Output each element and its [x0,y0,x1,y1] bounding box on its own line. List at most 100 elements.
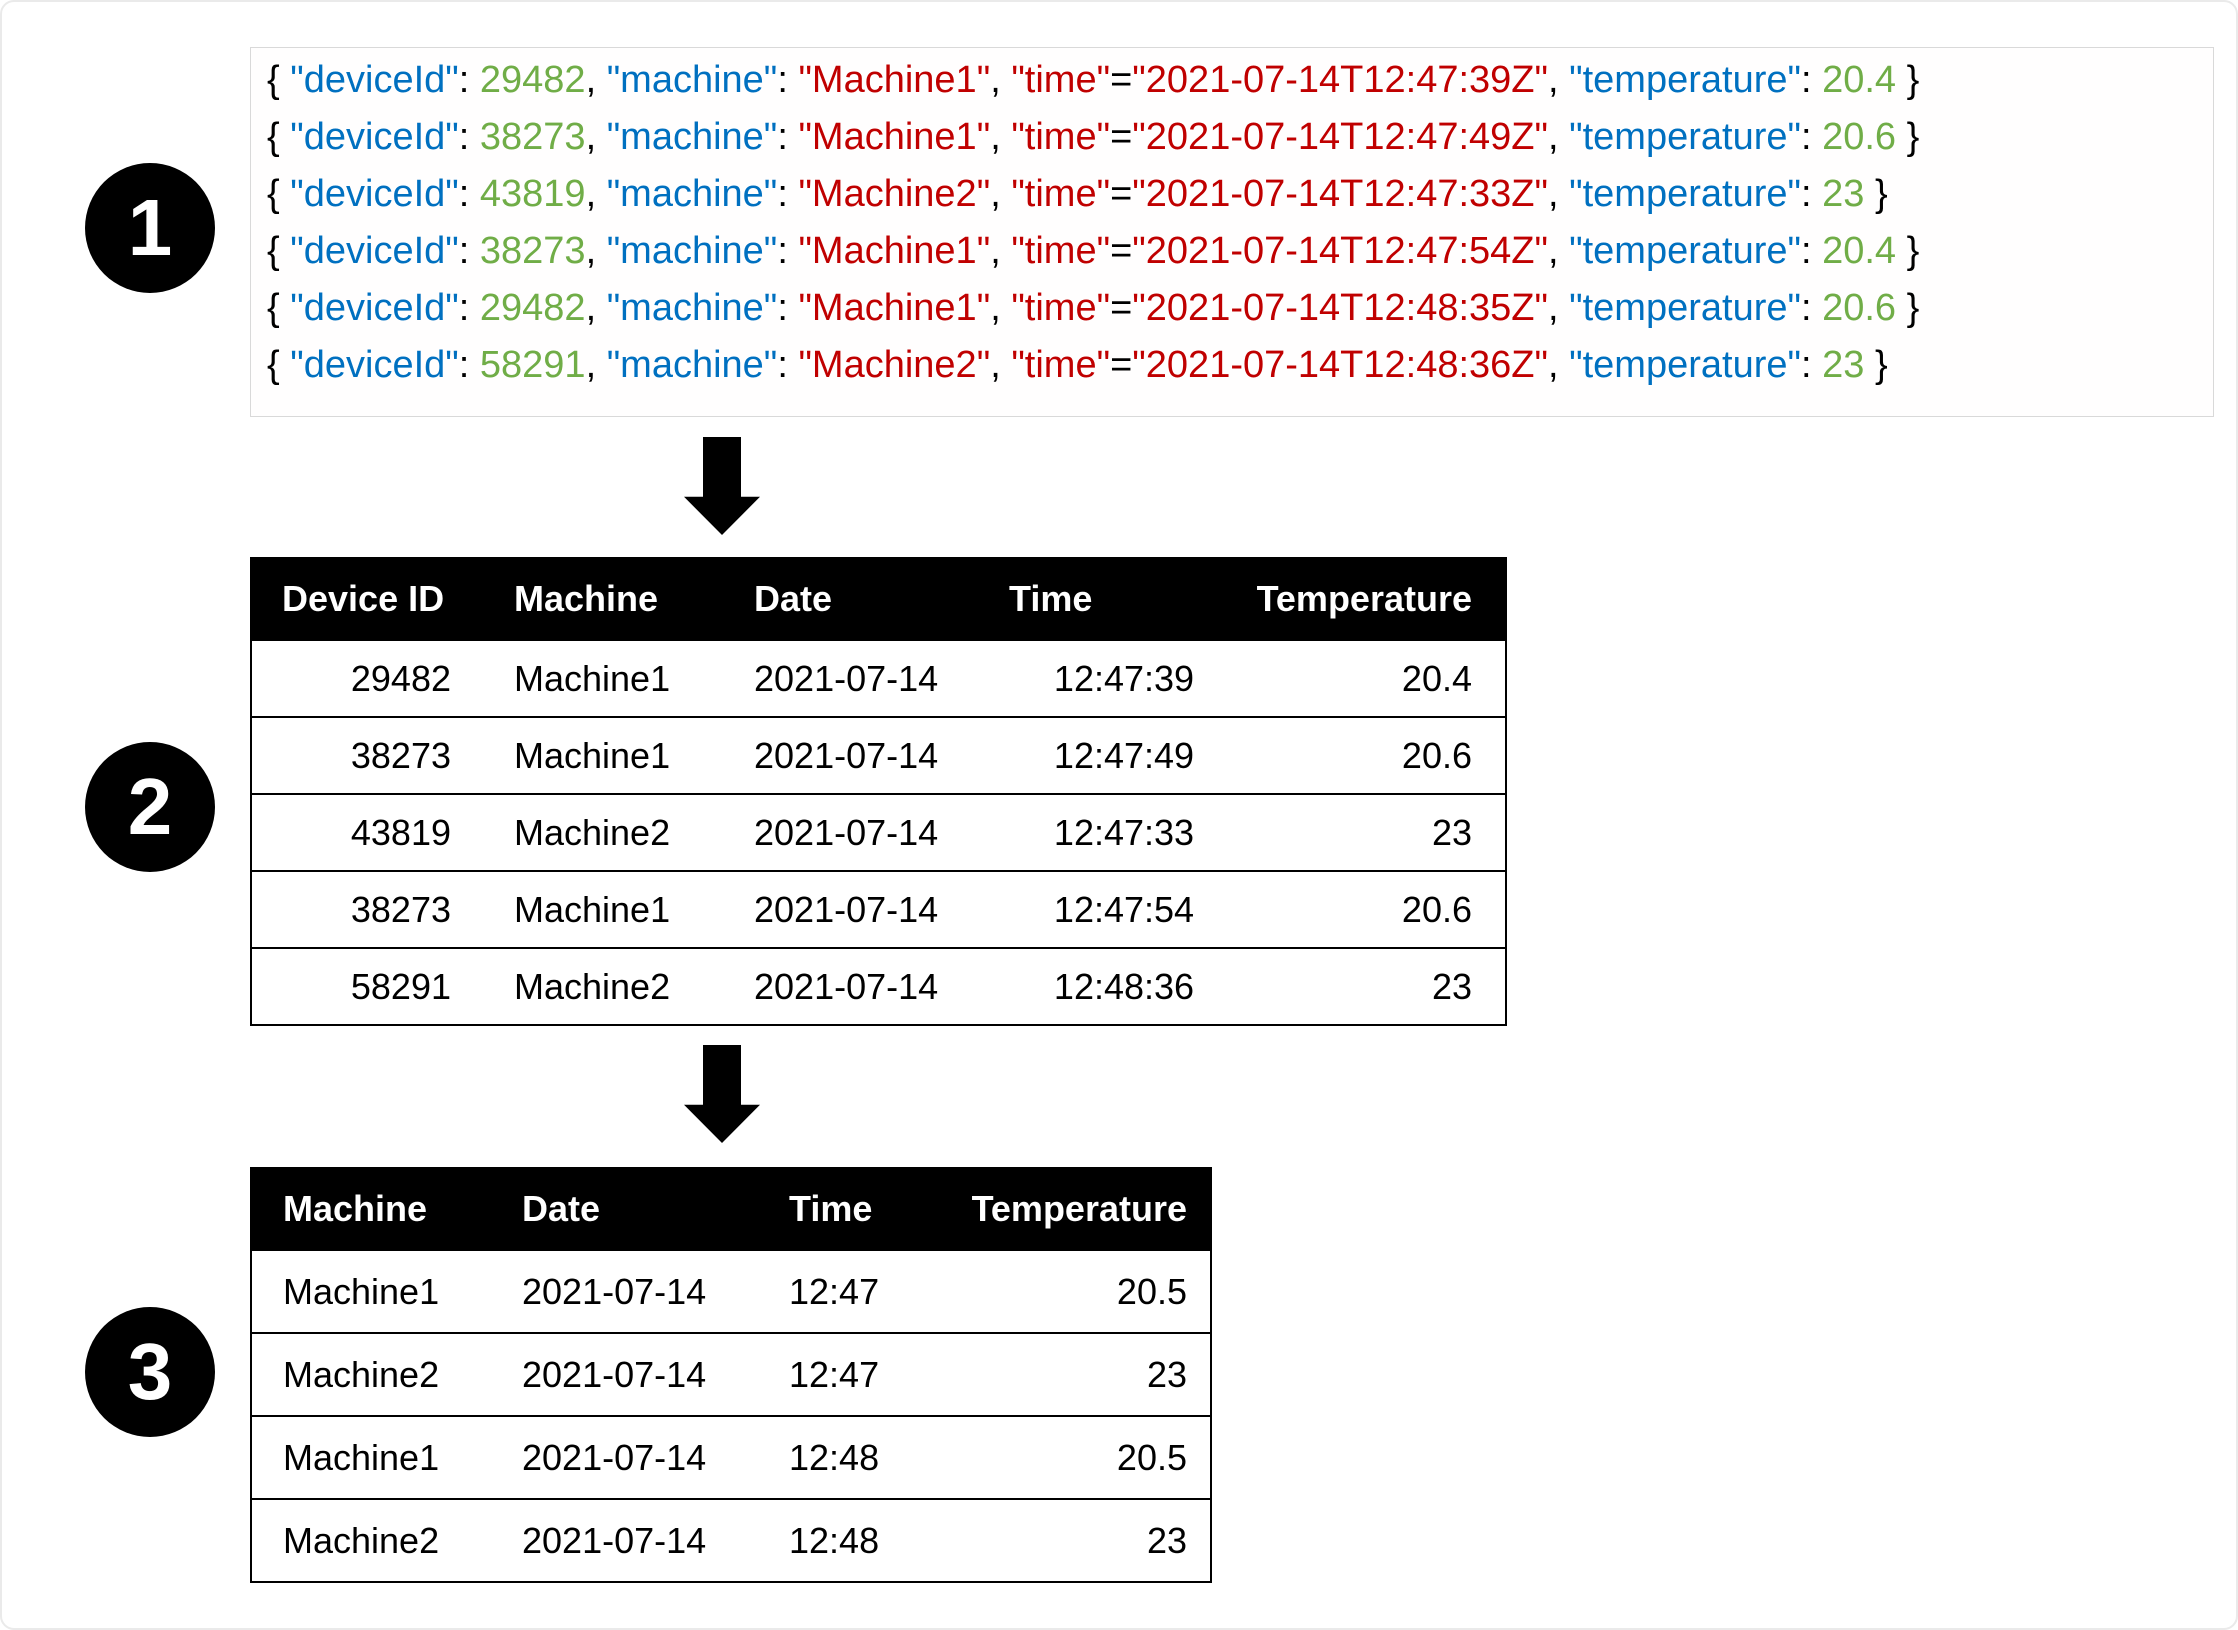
table-header-row: Device ID Machine Date Time Temperature [252,559,1505,639]
cell-machine: Machine1 [514,734,671,776]
cell-temperature: 23 [1431,811,1472,853]
cell-temperature: 23 [1431,965,1472,1007]
cell-time: 12:47:39 [1053,657,1195,699]
json-punct: : [1800,287,1823,329]
json-punct: , [990,230,1012,272]
json-key-deviceid: "deviceId" [290,59,459,101]
cell-device-id: 38273 [350,888,451,930]
cell-date: 2021-07-14 [754,888,939,930]
json-punct: , [585,59,607,101]
json-punct: : [458,287,480,329]
json-punct: : [777,230,799,272]
cell-date: 2021-07-14 [754,811,939,853]
json-value-machine: "Machine1" [798,116,991,158]
json-punct: : [1800,344,1823,386]
json-punct: } [1896,59,1920,101]
json-punct: , [990,173,1012,215]
json-punct: : [458,230,480,272]
json-value-deviceid: 58291 [479,344,586,386]
json-value-temperature: 23 [1822,173,1865,215]
json-key-time: "time" [1011,344,1111,386]
json-value-machine: "Machine1" [798,59,991,101]
json-punct: : [458,173,480,215]
json-punct: : [1800,173,1823,215]
json-key-temperature: "temperature" [1569,230,1801,272]
cell-machine: Machine1 [283,1270,440,1312]
cell-temperature: 20.4 [1401,657,1472,699]
cell-date: 2021-07-14 [754,657,939,699]
cell-temperature: 20.5 [1116,1270,1187,1312]
cell-machine: Machine2 [283,1519,440,1561]
json-key-time: "time" [1011,230,1111,272]
json-punct: , [585,230,607,272]
cell-date: 2021-07-14 [522,1436,707,1478]
table-row: 38273 Machine1 2021-07-14 12:47:54 20.6 [252,870,1505,947]
cell-machine: Machine1 [283,1436,440,1478]
json-punct: , [1548,230,1570,272]
cell-date: 2021-07-14 [522,1270,707,1312]
json-punct: , [1548,59,1570,101]
json-punct: , [990,59,1012,101]
json-value-machine: "Machine2" [798,344,991,386]
cell-time: 12:47 [789,1270,880,1312]
json-punct: = [1110,230,1133,272]
json-punct: { [267,344,291,386]
json-punct: , [1548,173,1570,215]
cell-device-id: 29482 [350,657,451,699]
json-key-deviceid: "deviceId" [290,173,459,215]
json-punct: : [777,344,799,386]
column-header-temperature: Temperature [971,1188,1187,1229]
json-punct: { [267,230,291,272]
json-value-time: "2021-07-14T12:47:39Z" [1132,59,1548,101]
cell-date: 2021-07-14 [754,965,939,1007]
column-header-machine: Machine [514,578,659,619]
json-key-deviceid: "deviceId" [290,287,459,329]
json-punct: } [1896,287,1920,329]
json-punct: , [585,173,607,215]
cell-time: 12:47:49 [1053,734,1195,776]
json-record-line: { "deviceId": 38273, "machine": "Machine… [267,223,2213,280]
json-key-time: "time" [1011,287,1111,329]
table-row: Machine2 2021-07-14 12:48 23 [252,1498,1210,1581]
json-punct: : [458,59,480,101]
cell-temperature: 20.6 [1401,888,1472,930]
table-row: Machine1 2021-07-14 12:48 20.5 [252,1415,1210,1498]
json-value-temperature: 20.4 [1822,59,1897,101]
cell-temperature: 23 [1146,1353,1187,1395]
json-value-temperature: 20.6 [1822,287,1897,329]
json-punct: } [1896,230,1920,272]
cell-time: 12:48 [789,1436,880,1478]
column-header-date: Date [522,1188,601,1229]
table-row: 43819 Machine2 2021-07-14 12:47:33 23 [252,793,1505,870]
cell-machine: Machine1 [514,888,671,930]
json-punct: : [458,344,480,386]
table-row: 29482 Machine1 2021-07-14 12:47:39 20.4 [252,639,1505,716]
json-punct: : [1800,59,1823,101]
json-punct: { [267,59,291,101]
json-punct: } [1864,344,1888,386]
step-badge-2: 2 [85,742,215,872]
json-punct: = [1110,116,1133,158]
parsed-records-table: Device ID Machine Date Time Temperature … [250,557,1507,1026]
json-punct: : [777,59,799,101]
json-value-machine: "Machine2" [798,173,991,215]
json-punct: : [777,116,799,158]
step-badge-1: 1 [85,163,215,293]
json-punct: { [267,173,291,215]
cell-machine: Machine1 [514,657,671,699]
json-record-line: { "deviceId": 38273, "machine": "Machine… [267,109,2213,166]
json-record-line: { "deviceId": 29482, "machine": "Machine… [267,280,2213,337]
cell-temperature: 23 [1146,1519,1187,1561]
json-punct: , [585,287,607,329]
json-value-deviceid: 38273 [479,230,586,272]
json-value-time: "2021-07-14T12:47:33Z" [1132,173,1548,215]
json-key-temperature: "temperature" [1569,59,1801,101]
cell-date: 2021-07-14 [522,1519,707,1561]
json-value-time: "2021-07-14T12:48:35Z" [1132,287,1548,329]
json-value-temperature: 20.6 [1822,116,1897,158]
aggregated-table: Machine Date Time Temperature Machine1 2… [250,1167,1212,1583]
json-punct: } [1896,116,1920,158]
json-value-time: "2021-07-14T12:47:54Z" [1132,230,1548,272]
column-header-machine: Machine [283,1188,428,1229]
cell-temperature: 20.6 [1401,734,1472,776]
